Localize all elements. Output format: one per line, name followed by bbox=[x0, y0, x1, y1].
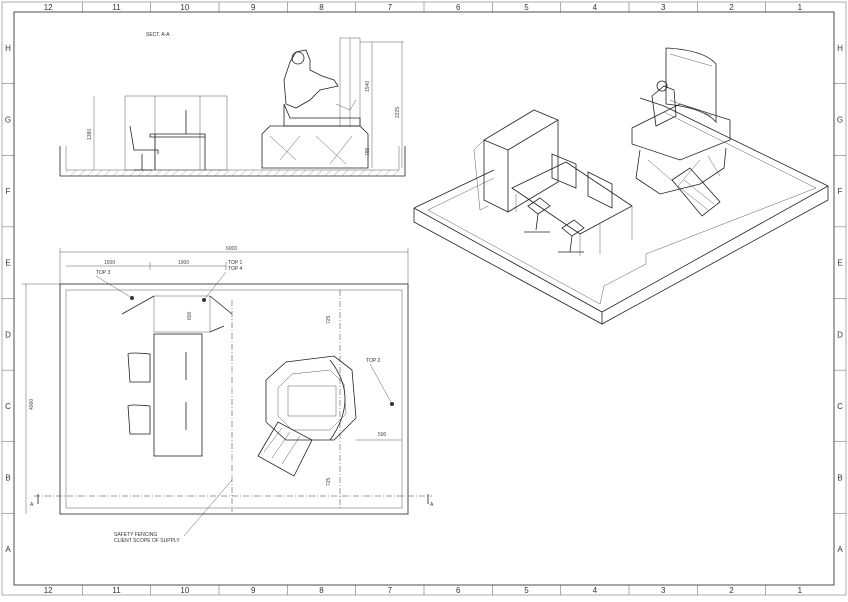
row-label: G bbox=[5, 115, 11, 124]
label-top1: TOP 1 bbox=[228, 260, 242, 266]
iso-desk bbox=[511, 161, 633, 235]
column-label: 11 bbox=[112, 3, 121, 12]
column-label: 9 bbox=[251, 586, 256, 595]
dim-1540: 1540 bbox=[365, 81, 371, 92]
iso-simulator bbox=[631, 47, 731, 217]
column-label: 5 bbox=[524, 586, 529, 595]
dim-785: 785 bbox=[365, 147, 371, 156]
desk-plan bbox=[153, 333, 203, 457]
row-label: H bbox=[5, 44, 11, 53]
desk-side bbox=[149, 133, 206, 170]
row-label: E bbox=[5, 259, 10, 268]
chair-plan-1 bbox=[127, 352, 151, 383]
row-label: E bbox=[837, 259, 842, 268]
simulator-side bbox=[261, 37, 369, 169]
row-label: D bbox=[837, 330, 843, 339]
isometric-view bbox=[413, 47, 829, 325]
column-label: 12 bbox=[44, 3, 53, 12]
column-label: 3 bbox=[661, 586, 666, 595]
row-label: B bbox=[5, 474, 10, 483]
column-label: 12 bbox=[44, 586, 53, 595]
column-label: 4 bbox=[593, 586, 598, 595]
column-label: 9 bbox=[251, 3, 256, 12]
iso-chair-2 bbox=[558, 219, 585, 253]
row-label: A bbox=[837, 545, 843, 554]
note-safety-fencing: SAFETY FENCING bbox=[114, 532, 157, 538]
column-labels-top: 12 11 10 9 8 7 6 5 4 3 2 1 bbox=[44, 2, 803, 12]
column-label: 8 bbox=[319, 3, 324, 12]
row-label: C bbox=[5, 402, 11, 411]
column-label: 7 bbox=[388, 3, 393, 12]
column-label: 6 bbox=[456, 3, 461, 12]
partition bbox=[153, 295, 211, 333]
dim-4000: 4000 bbox=[29, 399, 35, 410]
column-label: 10 bbox=[180, 3, 189, 12]
column-label: 4 bbox=[593, 3, 598, 12]
dim-725-top: 725 bbox=[326, 315, 332, 324]
row-label: F bbox=[838, 187, 843, 196]
column-label: 5 bbox=[524, 3, 529, 12]
row-label: B bbox=[837, 474, 842, 483]
row-label: H bbox=[837, 44, 843, 53]
column-label: 8 bbox=[319, 586, 324, 595]
section-marker-right: A bbox=[430, 502, 434, 508]
section-view: SECT. A-A 1380 1540 785 bbox=[59, 32, 406, 177]
simulator-plan bbox=[257, 355, 357, 477]
chair-plan-2 bbox=[127, 404, 151, 435]
dim-1500: 1500 bbox=[104, 260, 115, 266]
room-outline bbox=[59, 283, 409, 515]
row-label: C bbox=[837, 402, 843, 411]
section-marker-left: A bbox=[30, 502, 34, 508]
column-label: 7 bbox=[388, 586, 393, 595]
fence-panel bbox=[124, 95, 228, 171]
iso-partition bbox=[483, 109, 559, 213]
row-label: D bbox=[5, 330, 11, 339]
dim-1000: 1000 bbox=[178, 260, 189, 266]
row-label: G bbox=[837, 115, 843, 124]
dim-500: 500 bbox=[378, 432, 387, 438]
chair-side bbox=[129, 125, 159, 171]
dim-725-bottom: 725 bbox=[326, 477, 332, 486]
dim-1380: 1380 bbox=[87, 129, 93, 140]
column-labels-bottom: 12 11 10 9 8 7 6 5 4 3 2 1 bbox=[44, 585, 803, 595]
column-label: 2 bbox=[729, 586, 734, 595]
label-top2: TOP 2 bbox=[366, 358, 380, 364]
column-label: 10 bbox=[180, 586, 189, 595]
column-label: 2 bbox=[729, 3, 734, 12]
dim-6000: 6000 bbox=[226, 246, 237, 252]
row-labels-left: H G F E D C B A bbox=[2, 44, 14, 554]
label-top4: TOP 4 bbox=[228, 266, 242, 272]
iso-chair-1 bbox=[524, 197, 551, 233]
column-label: 1 bbox=[798, 586, 803, 595]
column-label: 3 bbox=[661, 3, 666, 12]
dim-2225: 2225 bbox=[395, 107, 401, 118]
column-label: 6 bbox=[456, 586, 461, 595]
dim-600: 600 bbox=[187, 311, 193, 320]
row-label: A bbox=[5, 545, 11, 554]
plan-view: 6000 1500 1000 4000 TOP 3 TOP 1 TOP 4 60… bbox=[22, 246, 434, 544]
label-top3: TOP 3 bbox=[96, 270, 110, 276]
row-labels-right: H G F E D C B A bbox=[834, 44, 846, 554]
row-label: F bbox=[6, 187, 11, 196]
floor-hatch bbox=[66, 170, 399, 176]
note-client-scope: CLIENT SCOPE OF SUPPLY bbox=[114, 538, 180, 544]
section-title: SECT. A-A bbox=[146, 32, 170, 38]
column-label: 1 bbox=[798, 3, 803, 12]
column-label: 11 bbox=[112, 586, 121, 595]
